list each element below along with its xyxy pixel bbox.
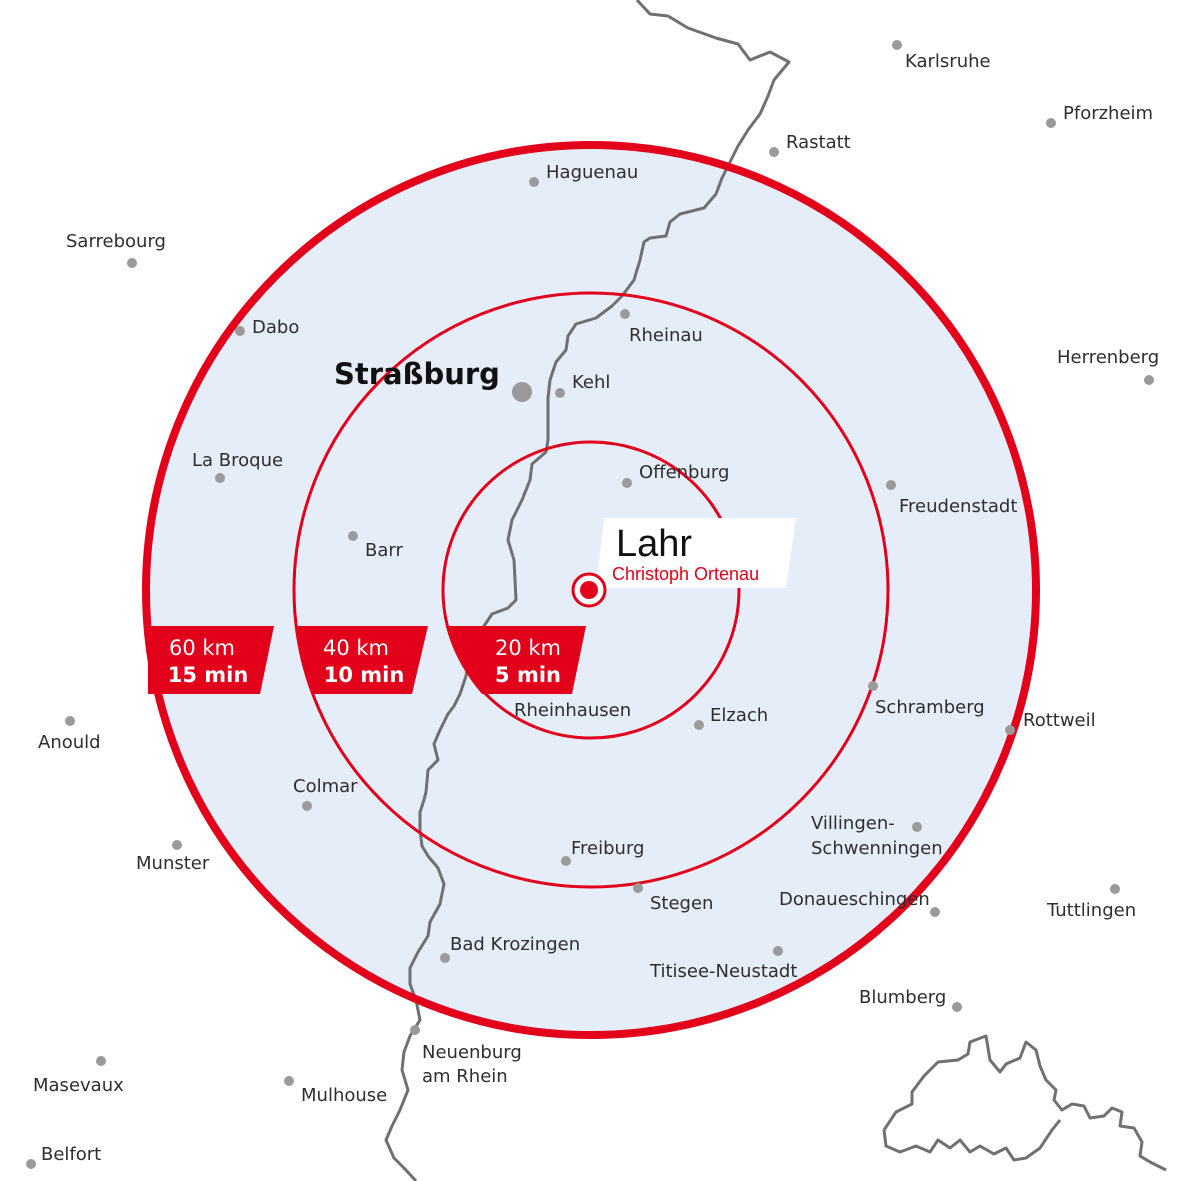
city-label-herrenberg: Herrenberg <box>1057 347 1159 368</box>
city-label-barr: Barr <box>365 540 403 561</box>
city-label-villingen-line1: Villingen- <box>811 813 895 834</box>
city-label-rheinau: Rheinau <box>629 325 703 346</box>
city-dot-schramberg <box>868 681 878 691</box>
city-label-mulhouse: Mulhouse <box>301 1085 387 1106</box>
city-dot-sarrebourg <box>127 258 137 268</box>
city-label-la-broque: La Broque <box>192 450 283 471</box>
base-subtitle: Christoph Ortenau <box>612 564 759 584</box>
city-dot-stegen <box>633 883 643 893</box>
base-name: Lahr <box>616 523 692 565</box>
city-dot-rastatt <box>769 147 779 157</box>
ring-40km-distance: 40 km <box>323 636 389 660</box>
city-label-bad-krozingen: Bad Krozingen <box>450 934 580 955</box>
city-label-schramberg: Schramberg <box>875 697 985 718</box>
city-dot-belfort <box>26 1159 36 1169</box>
base-label-box <box>596 518 796 588</box>
city-dots <box>26 40 1154 1169</box>
city-dot-donaueschingen <box>930 907 940 917</box>
city-label-munster: Munster <box>136 853 210 874</box>
city-dot-kehl <box>555 388 565 398</box>
city-dot-rottweil <box>1005 725 1015 735</box>
city-label-blumberg: Blumberg <box>859 987 946 1008</box>
city-dot-strassburg <box>512 382 532 402</box>
city-dot-haguenau <box>529 177 539 187</box>
city-dot-masevaux <box>96 1056 106 1066</box>
city-dot-pforzheim <box>1046 118 1056 128</box>
city-dot-karlsruhe <box>892 40 902 50</box>
ring-20km-distance: 20 km <box>495 636 561 660</box>
ring-60km-distance: 60 km <box>169 636 235 660</box>
city-dot-tuttlingen <box>1110 884 1120 894</box>
city-label-freudenstadt: Freudenstadt <box>899 496 1017 517</box>
city-label-offenburg: Offenburg <box>639 462 729 483</box>
city-label-elzach: Elzach <box>710 705 768 726</box>
city-label-masevaux: Masevaux <box>33 1075 124 1096</box>
city-dot-titisee <box>773 946 783 956</box>
city-label-tuttlingen: Tuttlingen <box>1046 900 1136 921</box>
city-dot-rheinau <box>620 309 630 319</box>
ring-40km-time: 10 min <box>324 663 405 687</box>
city-label-kehl: Kehl <box>572 372 610 393</box>
ring-20km <box>441 440 741 740</box>
city-dot-freiburg <box>561 856 571 866</box>
border-line-switzerland <box>882 1034 1167 1172</box>
ring-40km <box>292 291 890 889</box>
ring-20km-time: 5 min <box>495 663 561 687</box>
city-label-belfort: Belfort <box>41 1144 101 1165</box>
city-label-dabo: Dabo <box>252 317 299 338</box>
city-label-neuenburg-line1: Neuenburg <box>422 1042 522 1063</box>
city-label-villingen-line2: Schwenningen <box>811 838 943 859</box>
city-label-pforzheim: Pforzheim <box>1063 103 1153 124</box>
city-label-haguenau: Haguenau <box>546 162 638 183</box>
city-dot-freudenstadt <box>886 480 896 490</box>
city-labels: Karlsruhe Pforzheim Rastatt Haguenau Sar… <box>33 51 1159 1165</box>
city-dot-offenburg <box>622 478 632 488</box>
city-label-anould: Anould <box>38 732 101 753</box>
city-dot-la-broque <box>215 473 225 483</box>
city-dot-elzach <box>694 720 704 730</box>
ring-label-60km: 60 km 15 min <box>148 626 274 694</box>
city-label-colmar: Colmar <box>293 776 358 797</box>
city-dot-mulhouse <box>284 1076 294 1086</box>
city-label-stegen: Stegen <box>650 893 713 914</box>
city-label-karlsruhe: Karlsruhe <box>905 51 991 72</box>
city-dot-herrenberg <box>1144 375 1154 385</box>
ring-label-40km: 40 km 10 min <box>296 626 428 694</box>
border-line-switzerland-2 <box>882 1119 1062 1162</box>
ring-60km-time: 15 min <box>168 663 249 687</box>
border-line-rhine <box>384 0 791 1181</box>
city-label-rheinhausen: Rheinhausen <box>514 700 631 721</box>
city-dot-barr <box>348 531 358 541</box>
city-dot-neuenburg <box>410 1025 420 1035</box>
city-label-freiburg: Freiburg <box>571 838 644 859</box>
city-dot-blumberg <box>952 1002 962 1012</box>
city-dot-anould <box>65 716 75 726</box>
city-dot-villingen <box>912 822 922 832</box>
city-label-strassburg: Straßburg <box>334 357 500 391</box>
city-label-rastatt: Rastatt <box>786 132 851 153</box>
ring-60km <box>142 141 1040 1039</box>
city-dot-dabo <box>235 326 245 336</box>
city-dot-munster <box>172 840 182 850</box>
city-label-rottweil: Rottweil <box>1023 710 1096 731</box>
base-marker-icon <box>571 572 607 608</box>
city-label-sarrebourg: Sarrebourg <box>66 231 166 252</box>
city-label-neuenburg-line2: am Rhein <box>422 1066 508 1087</box>
city-dot-bad-krozingen <box>440 953 450 963</box>
ring-label-20km: 20 km 5 min <box>446 626 586 694</box>
city-dot-colmar <box>302 801 312 811</box>
city-label-titisee: Titisee-Neustadt <box>649 961 797 982</box>
city-label-donaueschingen: Donaueschingen <box>779 889 930 910</box>
